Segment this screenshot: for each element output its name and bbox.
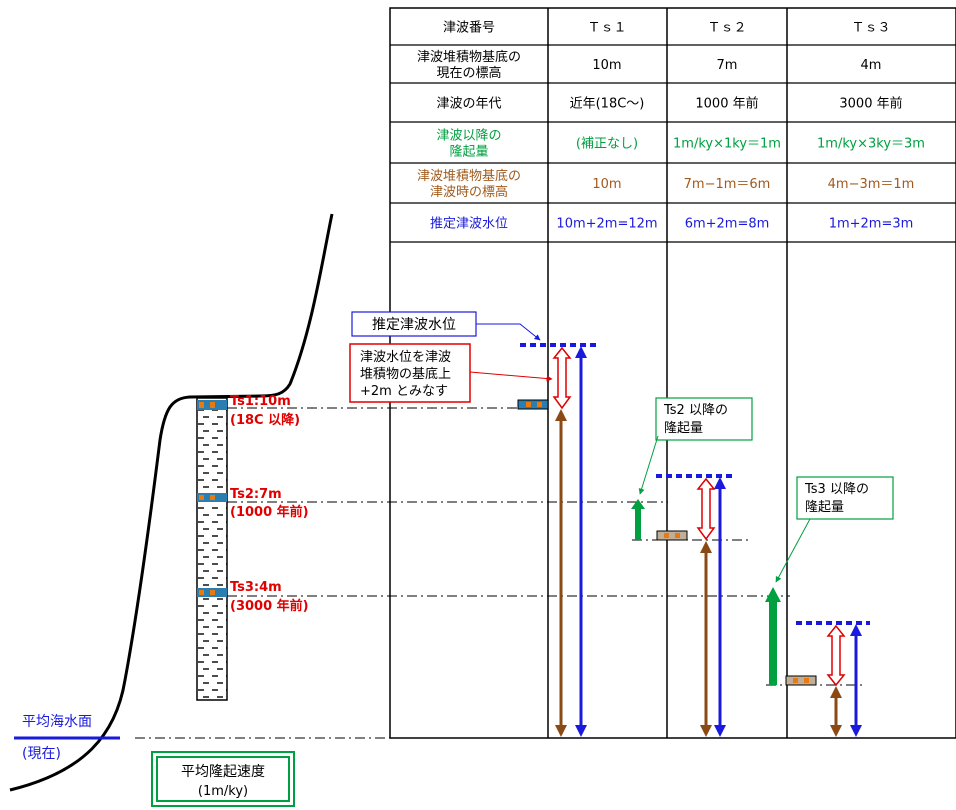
ts1-age: (18C 以降) — [230, 412, 300, 428]
column-layers — [197, 400, 227, 597]
table-row-3-cell-2: 1m/ky×3ky＝3m — [817, 137, 925, 152]
table-row-4-cell-0: 10m — [592, 177, 621, 192]
table-row-2-cell-0: 近年(18C～) — [570, 97, 645, 112]
svg-text:堆積物の基底上: 堆積物の基底上 — [360, 366, 451, 382]
water-level-markers — [520, 343, 870, 625]
table-row-0-cell-2: Ｔｓ３ — [851, 21, 890, 36]
svg-text:Ts3 以降の: Ts3 以降の — [804, 482, 869, 497]
table-row-1-cell-0: 10m — [592, 58, 621, 73]
callout-estimated-level: 推定津波水位 — [351, 311, 541, 341]
svg-text:隆起量: 隆起量 — [805, 500, 844, 515]
ts3-label: Ts3:4m — [230, 580, 282, 595]
water-level-arrows — [575, 346, 862, 737]
callout-ts3-uplift: Ts3 以降の 隆起量 — [775, 476, 894, 583]
ts1-label: Ts1:10m — [230, 394, 291, 409]
table-row-3-cell-0: (補正なし) — [576, 137, 638, 152]
table-row-2-cell-2: 3000 年前 — [839, 96, 902, 112]
svg-text:+2m とみなす: +2m とみなす — [360, 384, 448, 399]
table-row-4-header-0: 津波堆積物基底の — [417, 168, 521, 184]
ts2-label: Ts2:7m — [230, 487, 282, 502]
table-row-0-header-0: 津波番号 — [443, 21, 495, 36]
column-labels: Ts1:10m (18C 以降) Ts2:7m (1000 年前) Ts3:4m… — [230, 394, 309, 614]
sea-level-sub: (現在) — [22, 746, 61, 762]
callout-ts2-uplift: Ts2 以降の 隆起量 — [638, 397, 753, 495]
table-row-5-cell-2: 1m+2m=3m — [829, 217, 914, 232]
table-row-0-cell-1: Ｔｓ２ — [707, 21, 746, 36]
uplift-arrows — [631, 499, 781, 685]
sea-level-label: 平均海水面 — [22, 714, 92, 730]
cliff-profile — [9, 213, 334, 792]
sediment-column — [196, 397, 228, 701]
table-row-0-cell-0: Ｔｓ１ — [587, 21, 626, 36]
callout-assumption: 津波水位を津波 堆積物の基底上 +2m とみなす — [349, 343, 553, 403]
svg-text:推定津波水位: 推定津波水位 — [372, 317, 456, 333]
table-row-5-header-0: 推定津波水位 — [430, 217, 508, 232]
table-row-1-cell-1: 7m — [717, 58, 738, 73]
table-row-1-cell-2: 4m — [861, 58, 882, 73]
table-row-1-header-0: 津波堆積物基底の — [417, 49, 521, 65]
table-row-3-header-1: 隆起量 — [449, 145, 488, 160]
table-row-2-cell-1: 1000 年前 — [695, 96, 758, 112]
table-row-3-header-0: 津波以降の — [436, 129, 501, 144]
table-row-4-cell-1: 7m−1m＝6m — [684, 177, 771, 192]
uplift-rate-label: 平均隆起速度 — [181, 764, 265, 780]
svg-text:隆起量: 隆起量 — [664, 421, 703, 436]
plus-2m-arrows — [552, 346, 846, 687]
table-row-3-cell-1: 1m/ky×1ky＝1m — [673, 137, 781, 152]
table-row-2-header-0: 津波の年代 — [436, 97, 501, 112]
table-row-5-cell-0: 10m+2m=12m — [556, 217, 657, 232]
uplift-rate-box: 平均隆起速度 (1m/ky) — [151, 751, 295, 807]
table-row-4-cell-2: 4m−3m＝1m — [828, 177, 915, 192]
table-row-5-cell-1: 6m+2m=8m — [685, 217, 770, 232]
svg-text:津波水位を津波: 津波水位を津波 — [360, 350, 451, 365]
ts2-age: (1000 年前) — [230, 504, 309, 520]
ts3-age: (3000 年前) — [230, 598, 309, 614]
uplift-rate-value: (1m/ky) — [198, 784, 248, 799]
deposit-height-arrows — [555, 409, 842, 737]
deposit-blocks — [517, 399, 817, 686]
table-row-1-header-1: 現在の標高 — [436, 65, 501, 81]
svg-text:Ts2 以降の: Ts2 以降の — [663, 403, 728, 418]
table-row-4-header-1: 津波時の標高 — [430, 184, 508, 200]
